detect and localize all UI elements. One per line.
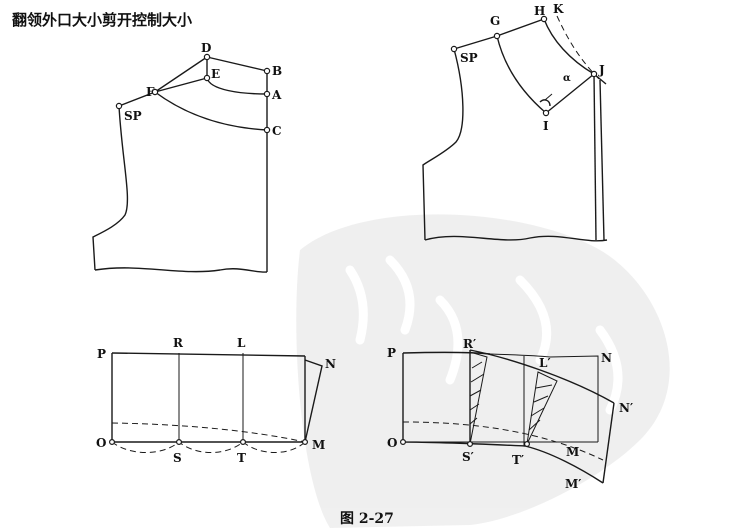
- point-e: [203, 74, 211, 82]
- point-o-1: [108, 439, 115, 446]
- diagram-3-labels: P R L N O S T M: [96, 336, 336, 465]
- label-sp-2: SP: [460, 51, 478, 65]
- figure-caption: 图 2-27: [340, 511, 394, 527]
- label-r-2: R′: [463, 337, 476, 351]
- label-d: D: [201, 41, 211, 55]
- diagram-2-points: [450, 15, 598, 117]
- label-g: G: [490, 14, 500, 28]
- label-alpha: α: [563, 73, 571, 84]
- point-g: [493, 32, 501, 40]
- diagram-1-points: [115, 53, 271, 134]
- bodice-diagram-2: [422, 15, 608, 242]
- label-l-1: L: [237, 336, 246, 350]
- diagram-4-points: [400, 439, 530, 448]
- label-n-2-prime: N′: [619, 401, 633, 415]
- point-b: [263, 67, 271, 75]
- point-f: [151, 88, 159, 96]
- label-n-2: N: [601, 351, 612, 365]
- label-e: E: [211, 67, 220, 81]
- figure-title: 翻领外口大小剪开控制大小: [12, 11, 193, 29]
- point-s-2: [467, 441, 474, 448]
- point-m-1: [302, 439, 309, 446]
- point-d: [203, 53, 211, 61]
- diagram-2-labels: G H K SP J α I: [460, 2, 605, 133]
- label-a: A: [271, 88, 282, 102]
- label-m-1: M: [312, 438, 325, 452]
- point-a: [263, 90, 271, 98]
- bodice-diagram-1: [92, 56, 268, 273]
- label-p-2: P: [387, 346, 396, 360]
- label-o-1: O: [96, 436, 106, 450]
- collar-diagram-4: [402, 349, 615, 484]
- collar-diagram-3: [111, 352, 323, 453]
- label-s-2: S′: [462, 450, 474, 464]
- label-s-1: S: [173, 451, 182, 465]
- diagram-3-points: [108, 439, 309, 446]
- point-t-2: [523, 441, 530, 448]
- label-o-2: O: [387, 436, 397, 450]
- label-m-2-prime: M′: [565, 477, 581, 491]
- label-c: C: [272, 124, 282, 138]
- point-sp-1: [115, 102, 123, 110]
- label-j: J: [598, 63, 605, 77]
- point-o-2: [400, 439, 407, 446]
- label-r-1: R: [173, 336, 184, 350]
- point-sp-2: [450, 45, 458, 53]
- label-t-1: T: [237, 451, 246, 465]
- point-s-1: [176, 439, 183, 446]
- point-t-1: [240, 439, 247, 446]
- label-t-2: T′: [512, 453, 524, 467]
- label-f: F: [146, 85, 155, 99]
- label-sp-1: SP: [124, 109, 142, 123]
- label-k: K: [553, 2, 564, 16]
- label-i: I: [543, 119, 549, 133]
- point-i: [542, 109, 550, 117]
- point-h: [540, 15, 548, 23]
- point-j: [590, 70, 598, 78]
- point-c: [263, 126, 271, 134]
- label-h: H: [534, 4, 545, 18]
- label-l-2: L′: [539, 356, 551, 370]
- label-m-2: M: [566, 445, 579, 459]
- diagram-4-labels: P R′ L′ N N′ O S′ T′ M M′: [387, 337, 633, 491]
- diagram-1-labels: D E B F A SP C: [124, 41, 282, 138]
- label-n-1: N: [325, 357, 336, 371]
- collar-hatch-wedges: [469, 351, 558, 445]
- label-p-1: P: [97, 347, 106, 361]
- label-b: B: [272, 64, 282, 78]
- watermark-seal: [296, 214, 670, 528]
